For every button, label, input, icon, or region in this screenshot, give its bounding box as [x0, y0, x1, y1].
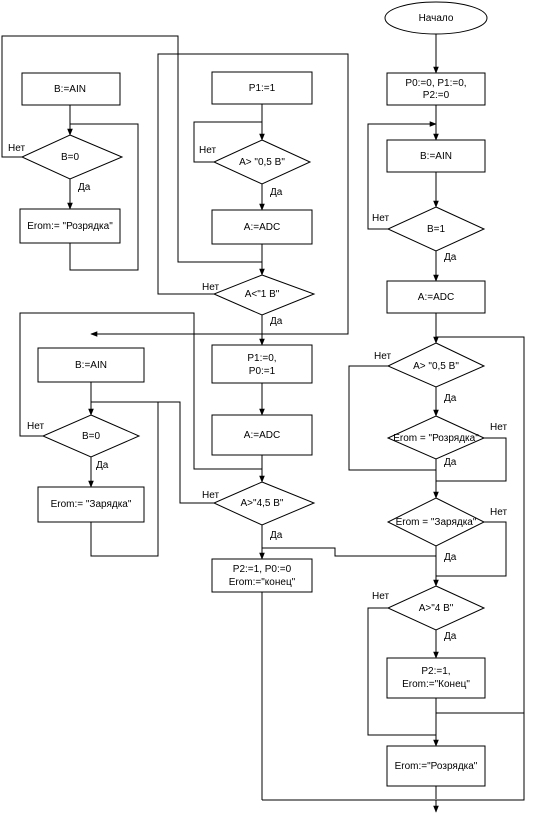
no-label: Нет: [27, 421, 44, 432]
adc-block-right: [386, 280, 486, 314]
check-b0-decision-top: [20, 134, 124, 180]
check-a-4-label: A>"4 B": [419, 603, 454, 614]
p-reset-line1: P1:=0,: [247, 353, 276, 364]
no-label: Нет: [202, 282, 219, 293]
check-a-1-label: A<"1 B": [245, 289, 280, 300]
check-discharge-label: Erom = "Розрядка": [393, 433, 479, 444]
read-b-block-bottom-left: [37, 347, 145, 383]
no-label: Нет: [199, 145, 216, 156]
adc-label-right: A:=ADC: [418, 292, 454, 303]
p1-set-label: P1:=1: [249, 83, 276, 94]
yes-label: Да: [444, 252, 457, 263]
final-block-line2: Erom:="конец": [229, 577, 296, 588]
check-a-05-label-right: A> "0,5 B": [413, 361, 459, 372]
check-a-05-label-mid: A> "0,5 B": [239, 157, 285, 168]
final-block-line1: P2:=1, P0:=0: [233, 564, 292, 575]
no-label: Нет: [372, 213, 389, 224]
final-block: [211, 558, 313, 593]
erom-discharge-label-right: Erom:="Розрядка": [395, 761, 478, 772]
init-block-line2: P2:=0: [423, 90, 450, 101]
init-block: [386, 72, 486, 106]
erom-discharge-block-right: [386, 745, 486, 787]
start-label: Начало: [419, 13, 454, 24]
check-a-45-label: A>"4,5 B": [241, 498, 284, 509]
no-label: Нет: [8, 143, 25, 154]
init-block-line1: P0:=0, P1:=0,: [405, 78, 466, 89]
check-b0-label-bottom: B=0: [82, 431, 101, 442]
check-b0-label-top: B=0: [61, 152, 80, 163]
check-a-4-decision: [386, 585, 486, 631]
no-label: Нет: [490, 422, 507, 433]
yes-label: Да: [270, 187, 283, 198]
check-b1-label: B=1: [427, 224, 446, 235]
no-label: Нет: [202, 490, 219, 501]
check-b0-decision-bottom: [41, 414, 141, 458]
yes-label: Да: [96, 460, 109, 471]
check-a-45-decision: [212, 481, 316, 526]
yes-label: Да: [444, 457, 457, 468]
connectors: [1, 34, 525, 813]
erom-charge-label: Erom:= "Зарядка": [51, 499, 132, 510]
check-a-05-decision-right: [386, 342, 486, 388]
check-charge-label: Erom = "Зарядка": [396, 517, 477, 528]
yes-label: Да: [270, 530, 283, 541]
p1-set-block: [211, 71, 313, 105]
finish-block-line1: P2:=1,: [421, 666, 450, 677]
yes-label: Да: [444, 393, 457, 404]
erom-discharge-label-left: Erom:= "Розрядка": [27, 221, 113, 232]
read-b-label-bottom-left: B:=AIN: [75, 360, 107, 371]
read-b-label-top-left: B:=AIN: [54, 84, 86, 95]
yes-label: Да: [444, 552, 457, 563]
erom-charge-block: [37, 486, 145, 523]
adc-label-mid-1: A:=ADC: [244, 222, 280, 233]
check-a-1-decision: [212, 274, 316, 316]
check-b1-decision: [386, 206, 486, 252]
p-reset-line2: P0:=1: [249, 366, 276, 377]
yes-label: Да: [78, 182, 91, 193]
read-b-label-right: B:=AIN: [420, 151, 452, 162]
finish-block: [386, 657, 486, 699]
start-terminal: [384, 1, 488, 35]
adc-block-mid-2: [211, 414, 313, 456]
yes-label: Да: [270, 316, 283, 327]
finish-block-line2: Erom:="Конец": [402, 679, 470, 690]
branch-labels: Да Нет Нет Да Нет Да Нет Да Нет Да Нет Д…: [8, 143, 507, 642]
read-b-block-top-left: [21, 72, 121, 106]
check-charge-decision: [386, 497, 486, 547]
adc-block-mid-1: [211, 209, 313, 245]
no-label: Нет: [490, 507, 507, 518]
p-reset-block: [211, 344, 313, 384]
no-label: Нет: [372, 591, 389, 602]
check-discharge-decision: [386, 415, 486, 460]
no-label: Нет: [374, 351, 391, 362]
yes-label: Да: [444, 631, 457, 642]
check-a-05-decision-mid: [212, 139, 312, 185]
erom-discharge-block-left: [19, 208, 121, 244]
read-b-block-right: [386, 139, 486, 173]
adc-label-mid-2: A:=ADC: [244, 430, 280, 441]
